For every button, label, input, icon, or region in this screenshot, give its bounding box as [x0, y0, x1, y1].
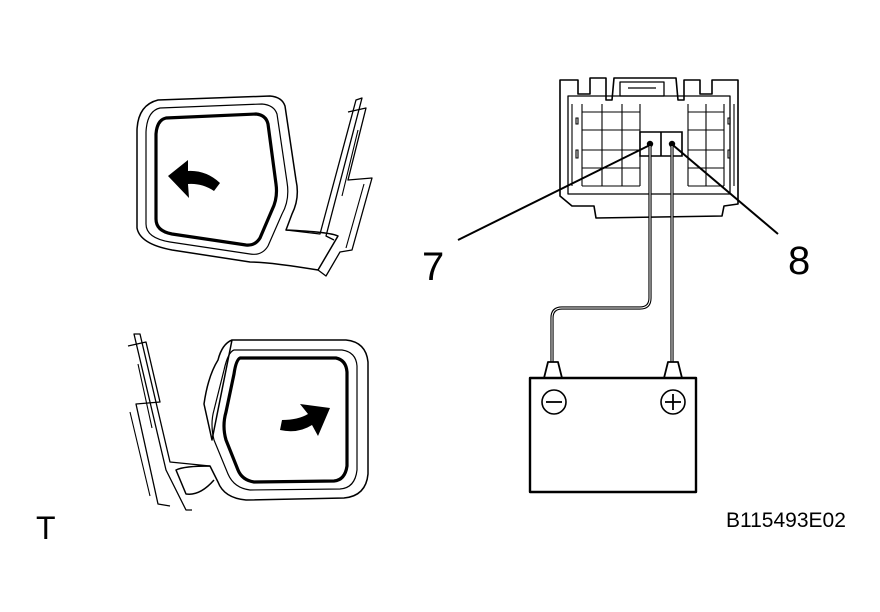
plus-icon [660, 389, 686, 415]
pin-8-leader [673, 145, 779, 235]
connector-latch [619, 81, 665, 97]
wire-negative-inner [551, 146, 651, 362]
battery-terminal-positive [663, 361, 683, 379]
curved-arrow-left-icon [168, 160, 220, 198]
mirror-bottom-arm [133, 333, 211, 511]
wire-negative [550, 146, 652, 362]
mirror-bottom-glass [222, 356, 349, 484]
pin-8-label: 8 [788, 239, 810, 283]
curved-arrow-right-icon [280, 404, 330, 436]
orientation-mark: T [36, 510, 56, 546]
battery-terminal-negative [543, 361, 563, 379]
minus-icon [541, 389, 567, 415]
pin-7-leader [457, 145, 649, 241]
pin-8-dot [668, 140, 676, 148]
mirror-top-bracket [317, 107, 373, 277]
mirror-top-rim [145, 103, 289, 255]
pin-7-dot [646, 140, 654, 148]
mirror-top-housing [136, 95, 339, 271]
mirror-top [136, 95, 373, 277]
pin-7-label: 7 [422, 245, 444, 289]
connector-shell [559, 77, 739, 219]
figure-code: B115493E02 [726, 509, 846, 532]
battery-icon [528, 361, 698, 494]
connector-grid [571, 104, 735, 187]
mirror-bottom-bracket [127, 341, 171, 507]
connector-terminal-block [639, 131, 683, 157]
mirror-top-glass [154, 112, 279, 247]
mirror-bottom-rim [211, 349, 358, 491]
mirror-top-bracket-edge [341, 129, 365, 249]
mirror-bottom [127, 333, 369, 511]
mirror-top-arm [285, 97, 363, 241]
mirror-bottom-housing [175, 339, 369, 501]
battery-body [528, 376, 698, 494]
mirror-bottom-bracket-edge [129, 363, 153, 497]
